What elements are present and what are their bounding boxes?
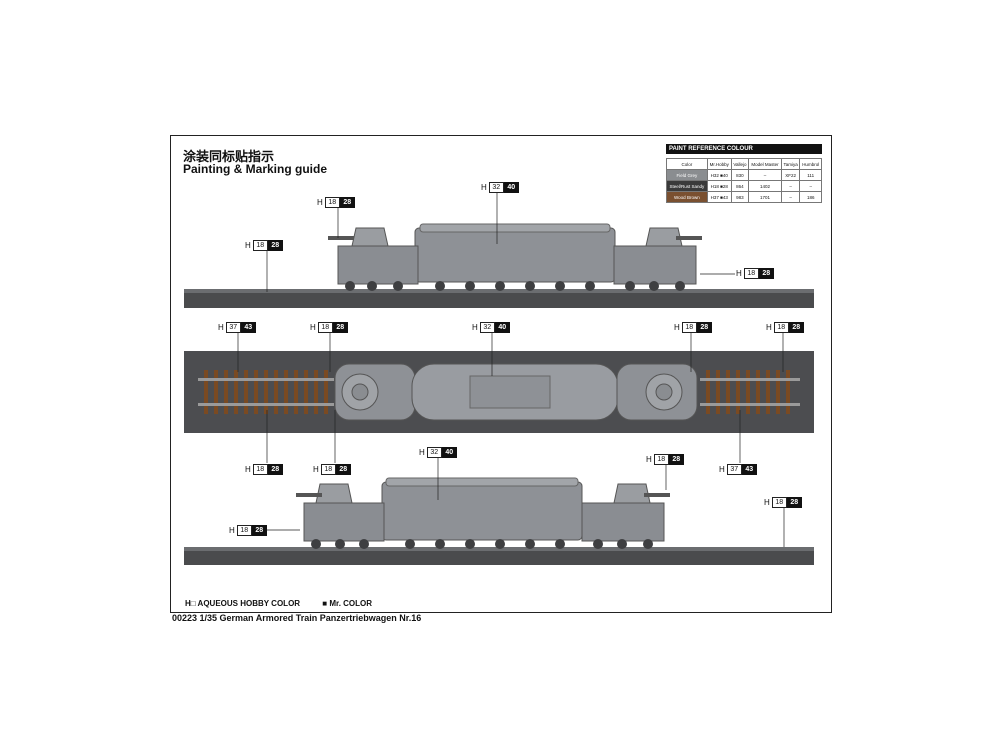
main-car-2: [381, 481, 583, 541]
paint-mm: 1701: [748, 191, 782, 203]
right-turret: [645, 227, 683, 247]
paint-reference-title: PAINT REFERENCE COLOUR: [666, 144, 822, 154]
rail-base: [184, 292, 814, 308]
left-turret: [351, 227, 389, 247]
main-car: [414, 227, 616, 283]
left-car: [337, 245, 419, 285]
swatch-wood-brown: Wood Brown: [666, 191, 708, 203]
rail-base-2: [184, 550, 814, 565]
paint-row: Steel/Rust Sandy H18 ■28 864 1402 – –: [666, 180, 822, 192]
title-english: Painting & Marking guide: [183, 162, 328, 176]
side-view-bottom: [184, 458, 814, 565]
legend-aqueous: H□ AQUEOUS HOBBY COLOR: [185, 599, 301, 608]
side-view-top: [184, 193, 814, 308]
legend-mr-color: ■ Mr. COLOR: [322, 599, 373, 608]
color-legend: H□ AQUEOUS HOBBY COLOR ■ Mr. COLOR: [185, 599, 392, 608]
paint-row: Field Grey H32 ■40 830 – XF22 111: [666, 169, 822, 181]
rail-top: [184, 289, 814, 293]
title-chinese: 涂装同标贴指示: [183, 149, 275, 164]
top-view: [184, 333, 814, 463]
paint-vallejo: 983: [730, 191, 750, 203]
col-humbrol: Humbrol: [799, 158, 822, 170]
paint-humbrol: 186: [799, 191, 822, 203]
paint-mm: –: [748, 169, 782, 181]
right-car: [613, 245, 697, 285]
paint-row: Wood Brown H37 ■43 983 1701 – 186: [666, 191, 822, 203]
product-caption: 00223 1/35 German Armored Train Panzertr…: [172, 613, 422, 623]
paint-code: H37 ■43: [706, 191, 732, 203]
paint-table: Color Mr.Hobby Vallejo Model Master Tami…: [666, 158, 822, 203]
left-car-2: [303, 502, 385, 542]
right-car-2: [581, 502, 665, 542]
paint-reference-table: PAINT REFERENCE COLOUR Color Mr.Hobby Va…: [666, 144, 822, 203]
paint-tamiya: –: [780, 191, 801, 203]
